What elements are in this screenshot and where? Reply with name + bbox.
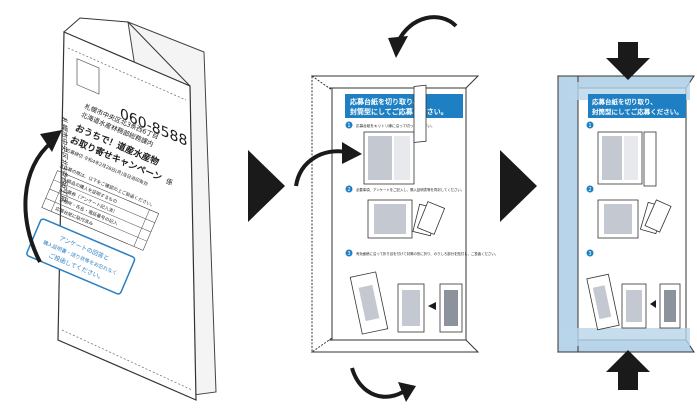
step-number: 1 <box>588 123 591 129</box>
glue-area <box>557 75 579 353</box>
glued-sheet: 応募台紙を切り取り、 封筒型にしてご応募ください。 1 2 3 <box>557 75 695 353</box>
application-sheet: 応募台紙を切り取り、 封筒型にしてご応募ください。 1 応募台紙をキリトリ線に沿… <box>310 75 498 353</box>
press-arrow-down <box>606 42 650 80</box>
press-arrow-up <box>606 350 650 390</box>
next-step-arrow <box>248 150 285 222</box>
fold-arrow-bottom <box>350 367 408 399</box>
address-line1: 札幌市中央区北3条西6丁目 <box>60 115 69 204</box>
fold-arrow-top-head <box>388 36 408 58</box>
flip-arrow-head <box>40 130 62 152</box>
campaign-suffix: 係 <box>164 176 174 187</box>
step1-text: 応募台紙をキリトリ線に沿って切ってください。 <box>356 123 435 128</box>
sheet-header-line1: 応募台紙を切り取り、 <box>350 97 420 106</box>
step-number: 3 <box>588 251 591 257</box>
step-number: 1 <box>347 123 350 129</box>
fold-arrow-left-head <box>342 142 362 164</box>
sheet-header-line1: 応募台紙を切り取り、 <box>591 97 657 106</box>
folded-envelope: 060-8588 札幌市中央区北3条西6丁目 札幌市中央区北3条西6丁目 北海道… <box>26 17 217 401</box>
sheet-header-line2: 封筒型にしてご応募ください。 <box>592 107 683 116</box>
step-number: 2 <box>588 187 591 193</box>
next-step-arrow <box>500 150 537 222</box>
sheet-header-line2: 封筒型にしてご応募ください。 <box>350 107 448 116</box>
fold-arrow-top <box>396 15 458 43</box>
step-number: 2 <box>347 187 350 193</box>
notice-box: アンケートの回答と 購入証明書・送り状等をお忘れなく ご投函してください。 <box>26 218 136 295</box>
flip-arrow <box>23 140 54 263</box>
stamp-box <box>76 58 100 95</box>
glue-area <box>560 328 690 346</box>
fold-arrow-bottom-head <box>398 382 416 402</box>
fold-arrow-left <box>294 149 347 187</box>
step-number: 3 <box>347 251 350 257</box>
step3-text: 有効面積に沿って折り目を付けて封筒の形に折り、のりしろ部分を貼付し、ご投函くださ… <box>356 251 498 256</box>
step2-text: 必要事項、アンケートをご記入し、購入証明書等を同封してください。 <box>356 187 464 192</box>
